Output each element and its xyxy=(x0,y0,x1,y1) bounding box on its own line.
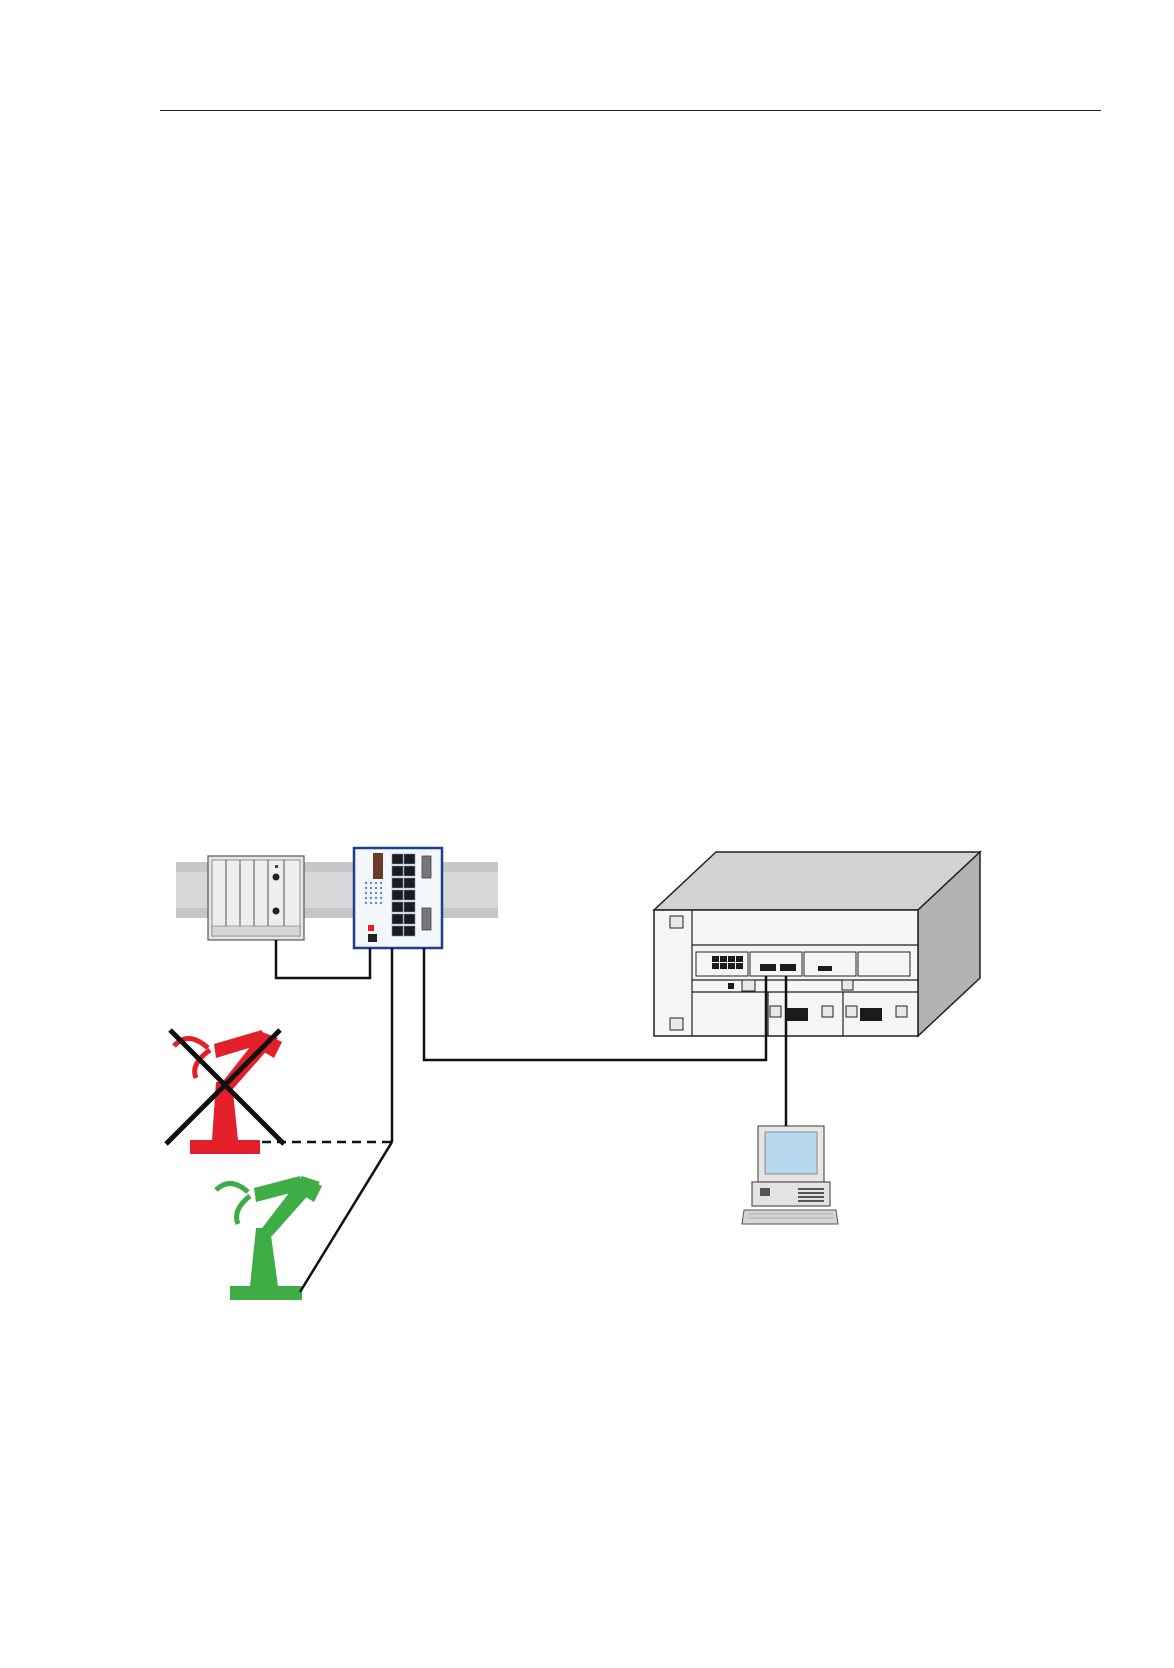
keyboard xyxy=(742,1210,838,1224)
monitor-screen xyxy=(765,1132,817,1174)
status-display xyxy=(373,853,383,879)
desktop-computer-icon xyxy=(742,1126,838,1224)
chassis-switch-icon xyxy=(654,852,980,1036)
brand-mark xyxy=(368,925,374,931)
plc-module-icon xyxy=(208,856,304,940)
line-card-4 xyxy=(858,952,910,976)
fiber-slot-top xyxy=(422,856,431,878)
usb-port xyxy=(368,934,377,942)
line-card-3 xyxy=(804,952,856,976)
link-replacement-robot xyxy=(300,1142,392,1292)
network-switch-icon xyxy=(354,848,442,948)
fiber-slot-bottom xyxy=(422,908,431,930)
